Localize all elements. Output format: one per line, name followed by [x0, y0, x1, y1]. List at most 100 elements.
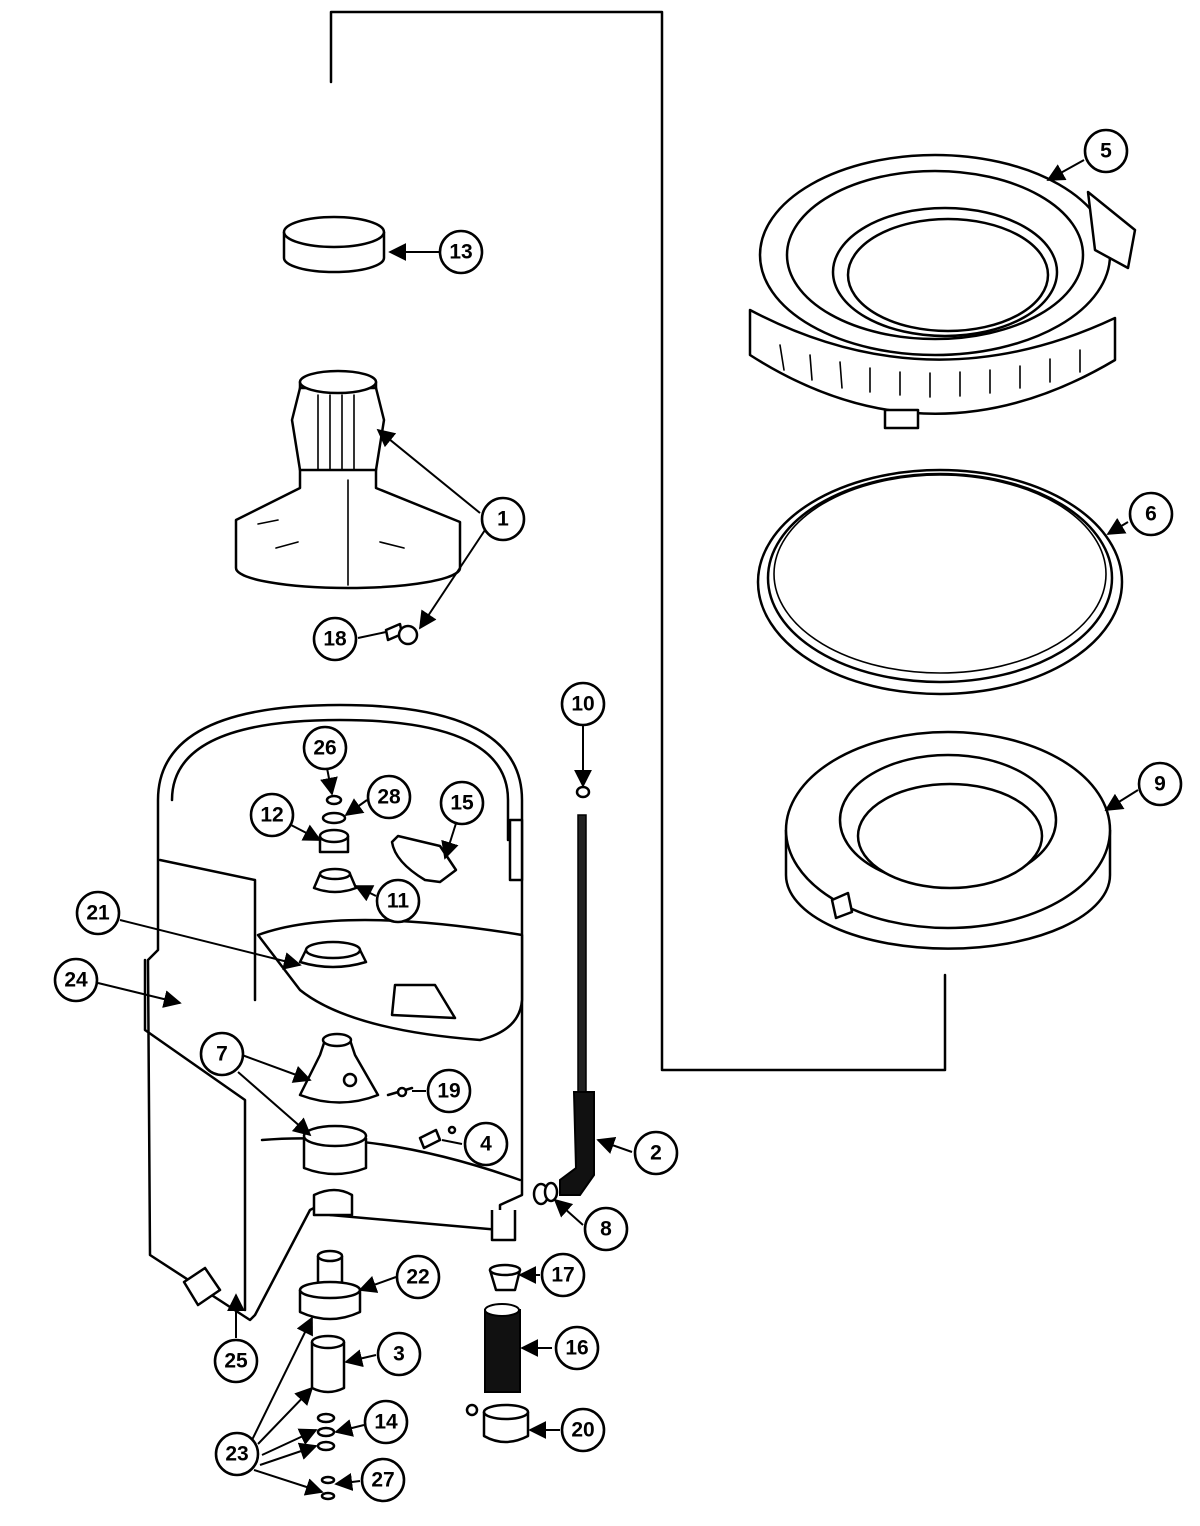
callout-14: 14: [363, 1399, 409, 1445]
part-3-sleeve: [310, 1334, 346, 1394]
leader-22: [358, 1276, 397, 1293]
callout-16: 16: [554, 1325, 600, 1371]
callout-20: 20: [560, 1407, 606, 1453]
part-20-clamp: [465, 1403, 530, 1444]
part-26-clip: [325, 794, 343, 806]
leader-23e: [253, 1469, 324, 1496]
svg-text:26: 26: [313, 737, 336, 760]
svg-text:2: 2: [650, 1142, 662, 1165]
svg-text:15: 15: [450, 792, 474, 815]
leader-5: [1046, 159, 1085, 181]
callout-4: 4: [463, 1121, 509, 1167]
leader-24: [97, 982, 182, 1008]
svg-text:4: 4: [480, 1133, 492, 1156]
callout-23: 23: [214, 1431, 260, 1477]
svg-text:27: 27: [371, 1469, 394, 1492]
leader-6: [1106, 517, 1129, 535]
leader-26: [320, 767, 338, 796]
part-7-transmission: [298, 1032, 380, 1176]
svg-text:7: 7: [216, 1043, 228, 1066]
part-19-screw: [386, 1086, 414, 1098]
svg-text:23: 23: [225, 1443, 248, 1466]
svg-text:24: 24: [64, 969, 88, 992]
callout-8: 8: [583, 1206, 629, 1252]
part-11-nut: [312, 867, 358, 894]
callout-7: 7: [199, 1031, 245, 1077]
leader-1a: [376, 428, 481, 514]
svg-text:13: 13: [449, 241, 472, 264]
part-4-screw: [418, 1125, 457, 1150]
part-9-balance-ring: [784, 730, 1112, 950]
leader-23a: [251, 1316, 313, 1441]
svg-text:17: 17: [551, 1264, 574, 1287]
leader-4: [441, 1139, 463, 1145]
part-6-gasket-ring: [756, 468, 1124, 696]
callout-25: 25: [213, 1338, 259, 1384]
callout-3: 3: [376, 1331, 422, 1377]
svg-text:5: 5: [1100, 140, 1112, 163]
part-8-clamp: [532, 1181, 559, 1206]
svg-text:3: 3: [393, 1343, 405, 1366]
callout-5: 5: [1083, 128, 1129, 174]
callout-9: 9: [1137, 761, 1183, 807]
svg-text:19: 19: [437, 1080, 460, 1103]
svg-text:10: 10: [571, 693, 594, 716]
callout-11: 11: [375, 878, 421, 924]
leader-12: [290, 824, 322, 841]
callout-18: 18: [312, 616, 358, 662]
part-12-bushing: [318, 828, 350, 854]
svg-text:20: 20: [571, 1419, 594, 1442]
callout-28: 28: [366, 774, 412, 820]
leader-8: [553, 1198, 584, 1226]
svg-text:9: 9: [1154, 773, 1166, 796]
svg-text:21: 21: [86, 902, 110, 925]
callout-22: 22: [395, 1254, 441, 1300]
svg-text:11: 11: [387, 890, 410, 913]
part-21-seal: [298, 940, 368, 969]
callout-24: 24: [53, 957, 99, 1003]
svg-text:6: 6: [1145, 503, 1157, 526]
leader-23d: [259, 1442, 318, 1466]
callout-26: 26: [302, 725, 348, 771]
leader-28: [344, 798, 368, 817]
svg-text:25: 25: [224, 1350, 248, 1373]
part-16-hose-section: [484, 1303, 521, 1393]
svg-text:28: 28: [377, 786, 401, 809]
leader-18: [357, 631, 387, 639]
svg-text:18: 18: [323, 628, 347, 651]
leader-9: [1104, 789, 1139, 811]
svg-text:1: 1: [497, 508, 509, 531]
group-bracket-line: [329, 10, 947, 1072]
part-2-hose: [559, 814, 595, 1196]
leader-27: [334, 1473, 361, 1491]
part-13-cap: [282, 215, 386, 274]
part-5-tub-cover: [748, 153, 1137, 430]
callout-1: 1: [480, 496, 526, 542]
callout-13: 13: [438, 229, 484, 275]
leader-23c: [261, 1428, 318, 1456]
part-18-bolt: [384, 622, 419, 646]
leader-23b: [257, 1386, 314, 1445]
svg-text:8: 8: [600, 1218, 612, 1241]
svg-text:22: 22: [406, 1266, 429, 1289]
part-1-agitator: [234, 369, 462, 590]
leader-14: [334, 1419, 365, 1437]
svg-text:14: 14: [374, 1411, 398, 1434]
leader-7a: [241, 1054, 312, 1083]
part-14-washers: [316, 1412, 336, 1452]
svg-text:16: 16: [565, 1337, 588, 1360]
part-28-washer: [321, 811, 347, 825]
part-27-nuts: [320, 1475, 336, 1501]
leader-3: [344, 1349, 377, 1368]
callout-12: 12: [249, 792, 295, 838]
callout-17: 17: [540, 1252, 586, 1298]
callout-2: 2: [633, 1130, 679, 1176]
leader-21: [119, 919, 302, 970]
callout-10: 10: [560, 681, 606, 727]
leader-11: [354, 885, 377, 902]
callout-27: 27: [360, 1457, 406, 1503]
part-22-hub: [298, 1249, 362, 1321]
part-10-ring: [575, 785, 591, 799]
leader-1b: [419, 529, 486, 630]
leader-7b: [237, 1071, 312, 1137]
